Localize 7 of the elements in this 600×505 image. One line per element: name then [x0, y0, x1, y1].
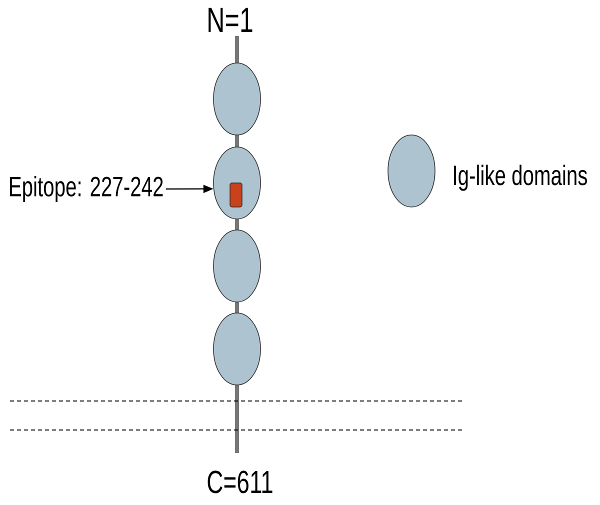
epitope-label: Epitope: 227-242	[10, 176, 163, 202]
domain-ellipse	[213, 230, 261, 302]
legend-label: Ig-like domains	[454, 164, 587, 191]
domain-ellipse	[213, 62, 261, 136]
terminus-label: C=611	[208, 470, 272, 494]
domain-ellipse	[213, 312, 261, 386]
epitope-marker	[230, 182, 242, 208]
